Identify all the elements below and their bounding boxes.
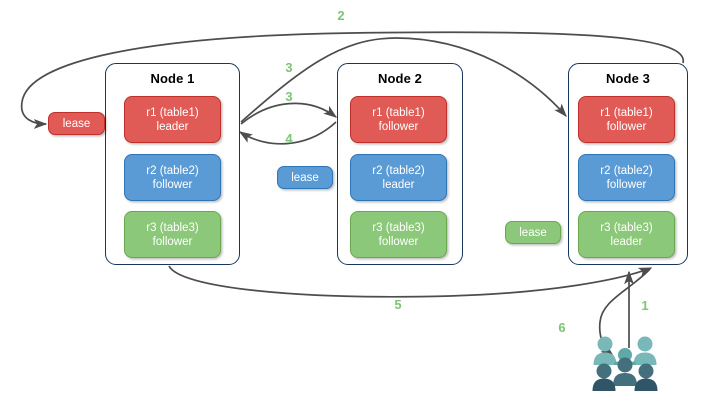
replica-n1-r2[interactable]: r2 (table2) follower [124,154,221,201]
replica-label-line2: follower [152,235,193,248]
lease-badge-red[interactable]: lease [48,112,105,135]
step-label-3-upper: 3 [285,60,293,75]
step-label-5: 5 [394,297,402,312]
node-title-2: Node 2 [378,71,422,86]
step-label-4: 4 [285,131,293,146]
replica-label-line2: leader [156,120,189,133]
replica-label-line2: follower [606,120,647,133]
step-label-1: 1 [641,298,649,313]
replica-n3-r3[interactable]: r3 (table3) leader [578,211,675,258]
replica-label-line2: leader [610,235,643,248]
replica-label-line1: r3 (table3) [146,221,199,234]
step-label-6: 6 [558,320,566,335]
node-title-1: Node 1 [150,71,195,86]
step-label-3-lower: 3 [285,89,293,104]
replica-n2-r2[interactable]: r2 (table2) leader [350,154,447,201]
arrow-step-5 [168,265,653,298]
users-icon-svg [592,336,658,391]
replica-label-line1: r2 (table2) [600,164,653,177]
step-label-2: 2 [337,8,345,23]
arrow-step-3-lower [240,102,338,125]
replica-label-line1: r1 (table1) [146,106,199,119]
replica-n1-r3[interactable]: r3 (table3) follower [124,211,221,258]
replica-label-line2: follower [378,120,419,133]
replica-label-line2: follower [606,178,647,191]
replica-label-line2: leader [382,178,415,191]
users-icon [591,334,661,392]
replica-n2-r1[interactable]: r1 (table1) follower [350,96,447,143]
lease-badge-blue[interactable]: lease [277,166,333,189]
replica-n1-r1[interactable]: r1 (table1) leader [124,96,221,143]
replica-label-line2: follower [378,235,419,248]
replica-label-line1: r2 (table2) [372,164,425,177]
replica-label-line2: follower [152,178,193,191]
replica-label-line1: r2 (table2) [146,164,199,177]
node-title-3: Node 3 [606,71,650,86]
replica-label-line1: r3 (table3) [600,221,653,234]
replica-label-line1: r3 (table3) [372,221,425,234]
replica-label-line1: r1 (table1) [372,106,425,119]
lease-badge-green[interactable]: lease [505,221,561,244]
replica-label-line1: r1 (table1) [600,106,653,119]
replica-n2-r3[interactable]: r3 (table3) follower [350,211,447,258]
replica-n3-r1[interactable]: r1 (table1) follower [578,96,675,143]
replica-n3-r2[interactable]: r2 (table2) follower [578,154,675,201]
